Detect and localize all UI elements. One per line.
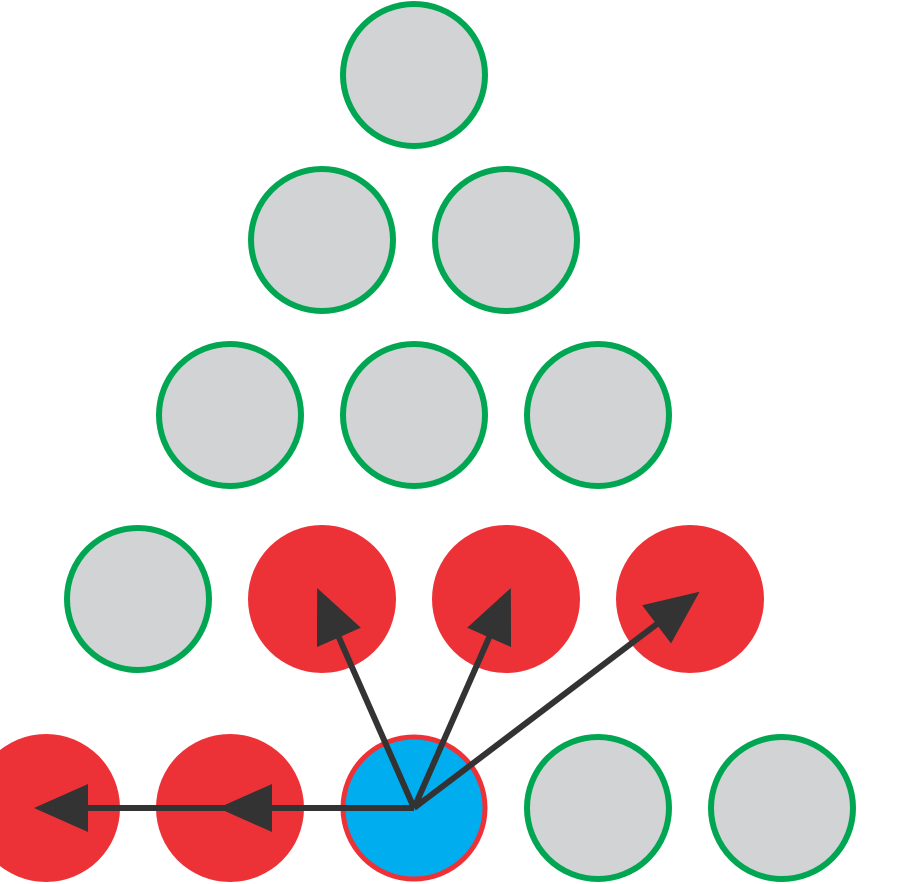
empty-hole — [432, 166, 580, 314]
empty-hole — [64, 525, 212, 673]
move-arrow — [412, 591, 700, 811]
empty-hole — [248, 166, 396, 314]
move-arrow — [411, 588, 512, 810]
empty-hole — [340, 1, 488, 149]
empty-hole — [708, 734, 856, 882]
empty-hole — [524, 734, 672, 882]
empty-hole — [156, 341, 304, 489]
empty-hole — [524, 341, 672, 489]
holes-layer — [0, 1, 856, 882]
move-arrow — [316, 588, 417, 810]
arrows-layer — [33, 588, 700, 832]
empty-hole — [340, 341, 488, 489]
